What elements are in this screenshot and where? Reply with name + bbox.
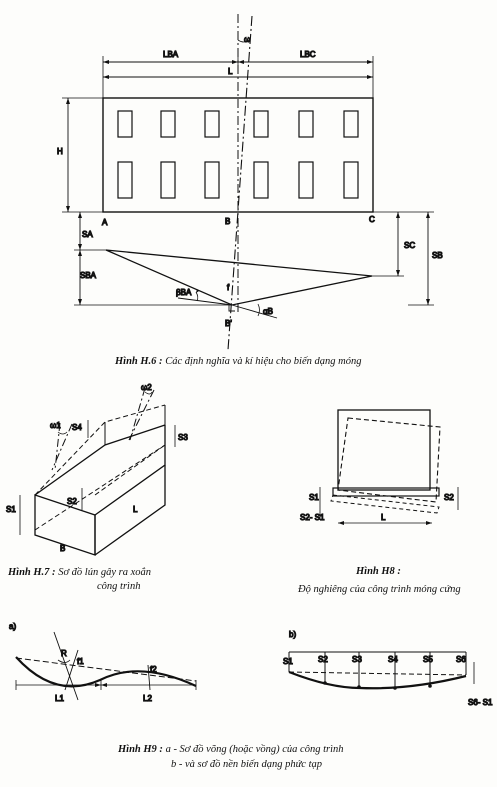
label-l: L: [228, 67, 233, 76]
window: [298, 110, 314, 138]
label-l: L: [381, 513, 386, 522]
caption-h9-line1: a - Sơ đồ võng (hoặc vồng) của công trìn…: [165, 744, 344, 755]
window: [117, 110, 133, 138]
caption-h7-line1: Sơ đồ lún gây ra xoắn: [58, 567, 151, 578]
caption-h6-prefix: Hình H.6 :: [115, 356, 163, 367]
label-a: A: [102, 218, 108, 227]
label-l: L: [133, 505, 138, 514]
part-label-b: b): [289, 630, 296, 639]
label-f2: f2: [150, 665, 157, 674]
label-alpha-b: αB: [263, 307, 273, 316]
label-b-s2: S2: [318, 655, 328, 664]
label-b-s3: S3: [352, 655, 362, 664]
window: [343, 161, 359, 199]
label-beta-ba: βBA: [176, 288, 192, 297]
figure-h9a: a) R f1 f2 L1 L2: [8, 621, 197, 704]
caption-h9-line2: b - và sơ đồ nền biến dạng phức tạp: [171, 759, 323, 770]
label-r: R: [61, 649, 67, 658]
caption-h9: Hình H9 : a - Sơ đồ võng (hoặc vồng) của…: [118, 743, 344, 757]
label-l2: L2: [143, 694, 152, 703]
window: [117, 161, 133, 199]
label-s-c: SC: [404, 241, 415, 250]
label-s2: S2: [444, 493, 454, 502]
label-b: B: [60, 544, 65, 553]
caption-h7-line2: công trình: [97, 581, 141, 592]
figure-h7: ω2 ω1 S4 S3 S1 S2 L B: [5, 382, 189, 556]
label-l1: L1: [55, 694, 64, 703]
label-s-a: SA: [82, 230, 93, 239]
label-b-s4: S4: [388, 655, 398, 664]
label-s2-s1: S2- S1: [300, 513, 325, 522]
label-s2: S2: [67, 497, 77, 506]
label-f: f: [227, 283, 230, 292]
label-l-bc: LBC: [300, 50, 316, 59]
label-f1: f1: [77, 657, 84, 666]
caption-h8-prefix: Hình H8 :: [356, 566, 401, 577]
label-s-ba: SBA: [80, 271, 97, 280]
label-omega2: ω2: [141, 383, 152, 392]
window: [160, 110, 176, 138]
caption-h9-prefix: Hình H9 :: [118, 744, 163, 755]
window: [204, 110, 220, 138]
label-l-ba: LBA: [163, 50, 179, 59]
window: [298, 161, 314, 199]
window: [253, 161, 269, 199]
label-h: H: [57, 147, 63, 156]
label-c: C: [369, 215, 375, 224]
label-omega1: ω1: [50, 421, 61, 430]
label-b-s6-s1: S6- S1: [468, 698, 493, 707]
caption-h7: Hình H.7 : Sơ đồ lún gây ra xoắn: [8, 566, 151, 580]
label-s4: S4: [72, 423, 82, 432]
label-b-s5: S5: [423, 655, 433, 664]
label-b-s6: S6: [456, 655, 466, 664]
window: [204, 161, 220, 199]
window: [253, 110, 269, 138]
caption-h7-prefix: Hình H.7 :: [8, 567, 56, 578]
part-label-a: a): [9, 622, 16, 631]
window: [343, 110, 359, 138]
label-s-b: SB: [432, 251, 443, 260]
figure-h6: LBA LBC L ω H A B C SA SBA SC SB βBA f α…: [56, 14, 443, 351]
label-s1: S1: [309, 493, 319, 502]
label-b-s1: S1: [283, 657, 293, 666]
caption-h8-text: Độ nghiêng của công trình móng cứng: [298, 584, 461, 595]
caption-h6: Hình H.6 : Các định nghĩa và kí hiệu cho…: [115, 355, 361, 369]
figure-h9b: b) S1 S2 S3 S4 S5 S6 S6- S1: [282, 629, 493, 707]
building-outline: [102, 97, 374, 213]
caption-h6-text: Các định nghĩa và kí hiệu cho biến dạng …: [165, 356, 362, 367]
label-b-prime: B': [225, 319, 232, 328]
window: [160, 161, 176, 199]
label-b: B: [225, 217, 230, 226]
label-s3: S3: [178, 433, 188, 442]
label-s1: S1: [6, 505, 16, 514]
label-omega: ω: [244, 35, 250, 44]
figure-h8: S1 S2 S2- S1 L: [299, 409, 459, 525]
